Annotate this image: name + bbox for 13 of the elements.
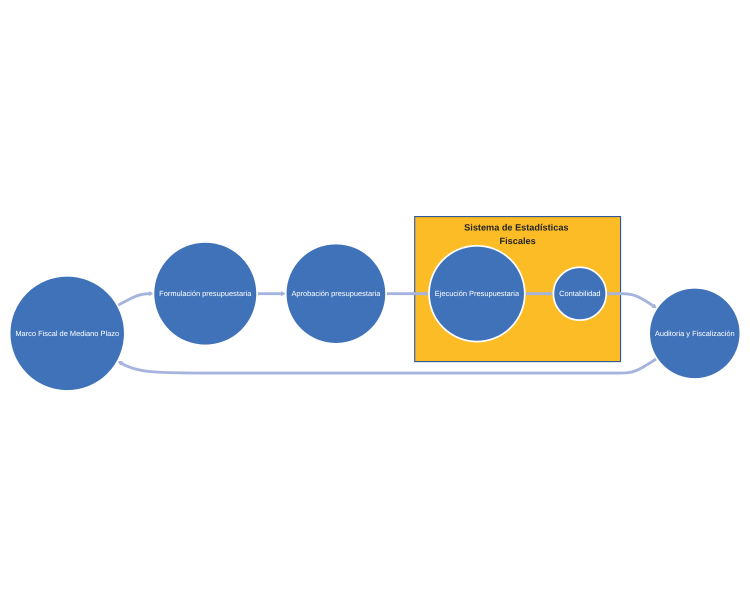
node-circle — [8, 275, 126, 392]
arrow — [386, 291, 430, 296]
arrow — [117, 358, 658, 375]
node-circle — [552, 266, 608, 322]
arrow — [524, 291, 554, 296]
node-circle — [428, 245, 526, 343]
node-circle — [284, 242, 387, 345]
cluster — [414, 216, 622, 362]
node-circle — [648, 287, 742, 380]
arrow — [116, 291, 154, 307]
arrow — [257, 291, 286, 296]
arrow — [606, 292, 657, 309]
node-circle — [152, 241, 258, 347]
